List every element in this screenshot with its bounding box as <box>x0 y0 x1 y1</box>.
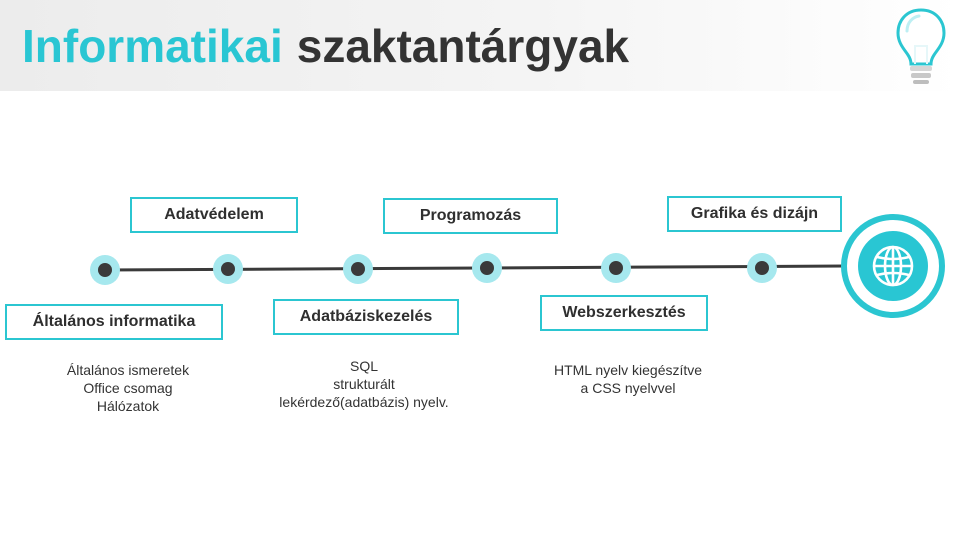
description-line: Általános ismeretek <box>66 362 190 378</box>
description-line: HTML nyelv kiegészítve <box>553 362 703 378</box>
description-line: SQL <box>349 358 378 374</box>
timeline-dot <box>213 254 243 284</box>
description-line: Office csomag <box>83 380 173 396</box>
description-line: a CSS nyelvvel <box>580 380 676 396</box>
topic-label: Adatvédelem <box>164 206 264 223</box>
timeline-dot <box>343 254 373 284</box>
topic-label: Webszerkesztés <box>562 304 686 321</box>
topic-box-altalanos: Általános informatika <box>5 304 223 340</box>
description-line: strukturált <box>333 376 395 392</box>
topic-description-altalanos: Általános ismeretek Office csomag Hálóza… <box>28 361 228 415</box>
timeline-dot <box>90 255 120 285</box>
timeline-dot <box>601 253 631 283</box>
topic-box-adatvedelem: Adatvédelem <box>130 197 298 233</box>
timeline-dot <box>747 253 777 283</box>
topic-label: Grafika és dizájn <box>690 205 819 222</box>
topic-box-programozas: Programozás <box>383 198 558 234</box>
lightbulb-icon <box>896 8 946 84</box>
globe-badge-inner <box>858 231 928 301</box>
timeline-dot <box>472 253 502 283</box>
topic-description-webszerkesztes: HTML nyelv kiegészítve a CSS nyelvvel <box>528 361 728 397</box>
topic-box-webszerkesztes: Webszerkesztés <box>540 295 708 331</box>
topic-label: Adatbáziskezelés <box>299 308 433 325</box>
topic-description-adatbazis: SQL strukturált lekérdező(adatbázis) nye… <box>264 357 464 411</box>
description-line: lekérdező(adatbázis) nyelv. <box>279 394 449 410</box>
topic-box-grafika: Grafika és dizájn <box>667 196 842 232</box>
topic-box-adatbazis: Adatbáziskezelés <box>273 299 459 335</box>
topic-label: Programozás <box>419 207 522 224</box>
title-accent: Informatikai <box>22 20 283 72</box>
topic-label: Általános informatika <box>32 313 196 330</box>
title-rest: szaktantárgyak <box>296 20 630 72</box>
globe-icon <box>872 245 914 287</box>
description-line: Hálózatok <box>96 398 160 414</box>
globe-badge <box>841 214 945 318</box>
